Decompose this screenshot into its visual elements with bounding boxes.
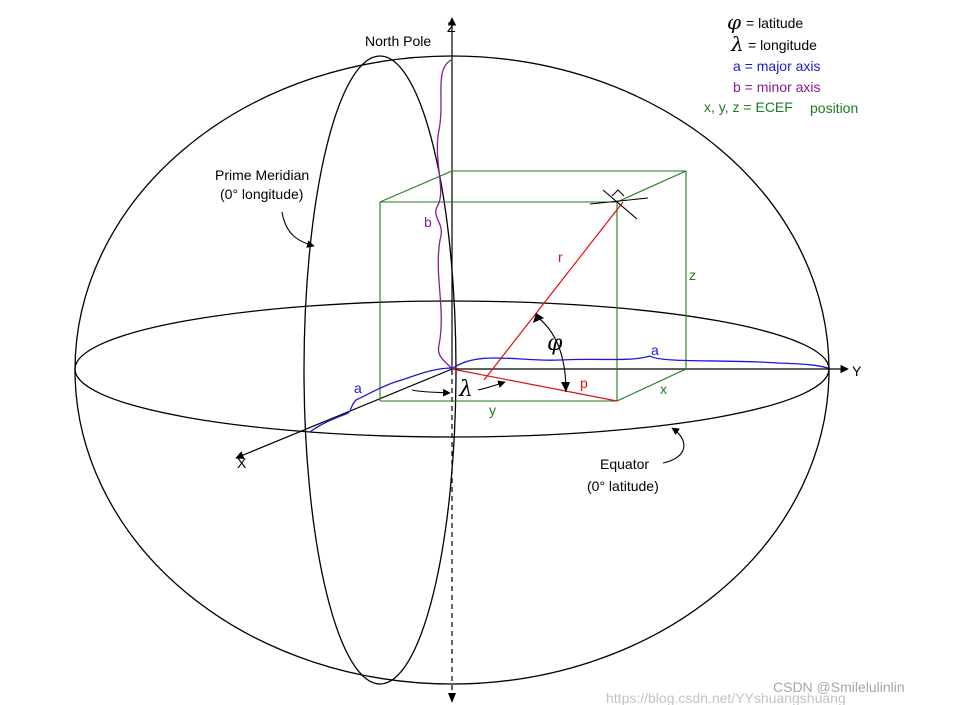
legend-phi-text: = latitude — [746, 15, 803, 31]
north-pole-label: North Pole — [365, 33, 431, 49]
watermark-url: https://blog.csdn.net/YYshuangshuang — [606, 690, 846, 705]
a-lower-label: a — [354, 380, 362, 396]
minor-axis-brace — [435, 59, 452, 369]
y-axis-label: Y — [852, 363, 862, 379]
legend-xyz-text: x, y, z = ECEF — [704, 99, 793, 115]
equator-pointer — [662, 427, 685, 464]
surface-tangent — [589, 197, 649, 205]
lambda-angle-label: λ — [458, 377, 473, 402]
phi-angle-label: φ — [547, 331, 563, 356]
major-axis-brace-y — [452, 355, 829, 369]
legend-a-text: a = major axis — [733, 58, 821, 74]
phi-arc-arrow-bottom — [561, 382, 570, 392]
ecef-box — [379, 170, 687, 402]
prime-meridian-pointer — [281, 211, 315, 248]
legend-lambda-symbol: λ — [730, 32, 744, 56]
legend: φ = latitude λ = longitude a = major axi… — [704, 10, 858, 116]
z-comp-label: z — [689, 267, 696, 283]
legend-lambda-text: = longitude — [748, 37, 817, 53]
major-axis-brace-x — [309, 367, 453, 433]
a-upper-label: a — [651, 342, 659, 358]
radius-r-line — [483, 201, 624, 381]
x-comp-label: x — [660, 381, 667, 397]
equator-label-1: Equator — [600, 456, 649, 472]
phi-arc — [535, 315, 567, 393]
x-axis-line — [235, 368, 453, 460]
z-axis-label: Z — [447, 19, 456, 35]
r-label: r — [558, 249, 563, 265]
legend-b-text: b = minor axis — [733, 79, 821, 95]
surface-normal — [602, 189, 638, 220]
b-label: b — [424, 214, 432, 230]
p-label: p — [580, 375, 588, 391]
legend-xyz-text2: position — [810, 100, 858, 116]
lambda-arc — [411, 388, 451, 397]
watermark-csdn: CSDN @Smilelulinlin — [773, 679, 905, 695]
phi-arc-arrow — [533, 313, 544, 323]
prime-meridian-label-1: Prime Meridian — [215, 167, 309, 183]
projection-p-line — [451, 368, 618, 402]
x-axis-label: X — [237, 455, 247, 471]
legend-phi-symbol: φ — [727, 10, 741, 34]
lambda-arc-right — [477, 380, 506, 391]
prime-meridian-label-2: (0° longitude) — [220, 186, 303, 202]
y-comp-label: y — [489, 402, 496, 418]
z-axis-bottom-arrow — [448, 693, 456, 703]
right-angle-mark — [611, 189, 625, 197]
equator-label-2: (0° latitude) — [587, 478, 659, 494]
